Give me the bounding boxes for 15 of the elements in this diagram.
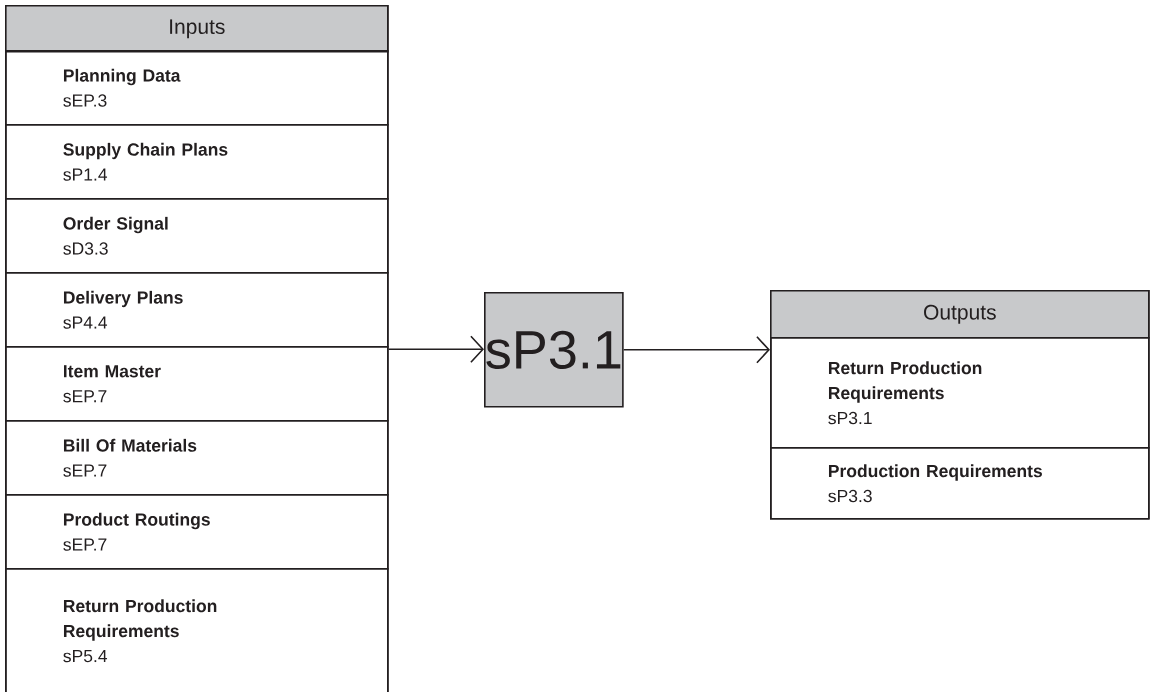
list-item: Item Master sEP.7 xyxy=(5,346,389,422)
list-item: Supply Chain Plans sP1.4 xyxy=(5,124,389,200)
arrow xyxy=(387,335,484,364)
list-item: Order Signal sD3.3 xyxy=(5,198,389,274)
list-item: Production Requirements sP3.3 xyxy=(770,447,1150,520)
list-item: Return Production Requirements sP5.4 xyxy=(5,568,389,692)
list-item: Product Routings sEP.7 xyxy=(5,494,389,570)
list-item: Return Production Requirements sP3.1 xyxy=(770,337,1150,449)
panel-header: Inputs xyxy=(5,5,389,53)
arrow xyxy=(622,336,770,364)
panel-header: Outputs xyxy=(770,290,1150,339)
list-item: Delivery Plans sP4.4 xyxy=(5,272,389,348)
process-box: sP3.1 xyxy=(484,292,624,408)
list-item: Planning Data sEP.3 xyxy=(5,50,389,126)
list-item: Bill Of Materials sEP.7 xyxy=(5,420,389,496)
